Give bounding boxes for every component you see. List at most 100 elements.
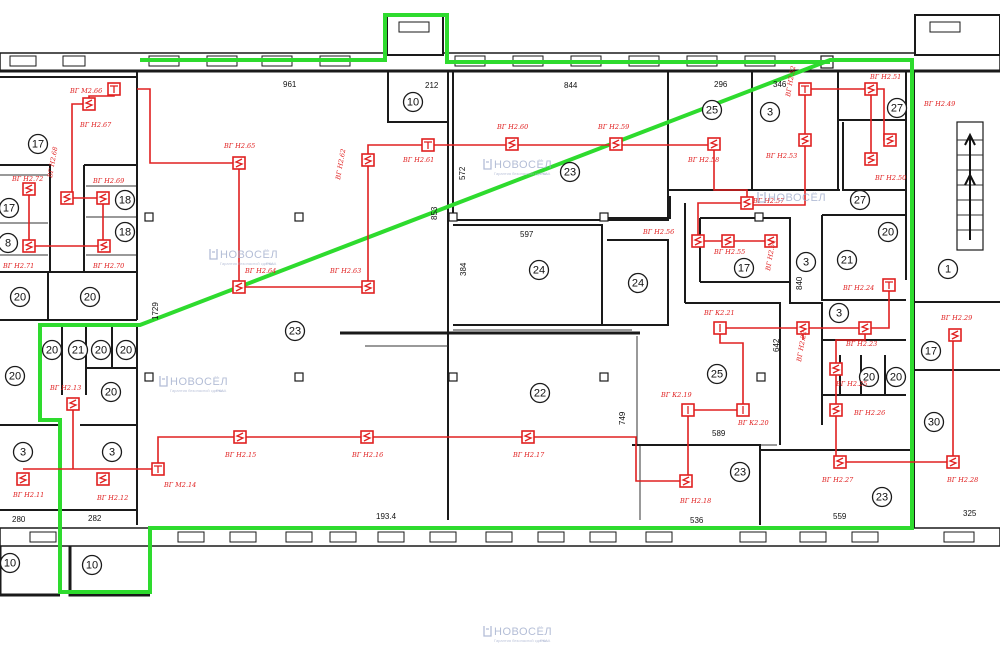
device-s: ВГ Н2.59	[597, 123, 629, 151]
device-t: ВГ М2.14	[151, 462, 196, 489]
room-marker: 3	[12, 441, 34, 463]
room-number: 22	[534, 388, 546, 400]
room-number: 20	[105, 387, 117, 399]
device-s: ВГ Н2.72	[11, 175, 43, 196]
room-marker: 3	[101, 441, 123, 463]
device-s: ВГ Н2.13	[49, 384, 81, 411]
room-marker: 24	[627, 272, 649, 294]
room-marker: 25	[701, 99, 723, 121]
room-circle	[90, 339, 112, 361]
device-s: ВГ Н2.60	[496, 123, 528, 151]
room-number: 24	[632, 278, 644, 290]
room-marker: 10	[0, 552, 21, 574]
novosel-watermark: НОВОСЁЛ	[757, 192, 826, 204]
device-label: ВГ Н2.11	[12, 491, 44, 499]
sprinkler-icon	[885, 135, 895, 145]
dimension-label: 325	[963, 509, 977, 518]
room-marker: 23	[284, 320, 306, 342]
dimension-label: 572	[458, 166, 467, 180]
room-number: 20	[14, 292, 26, 304]
room-circle	[4, 365, 26, 387]
room-circle	[877, 221, 899, 243]
device-label: ВГ М2.14	[163, 481, 196, 489]
device-s: ВГ Н2.11	[12, 472, 44, 499]
room-circle	[729, 461, 751, 483]
dimension-label: 853	[430, 206, 439, 220]
dimension-label: 193.4	[376, 512, 397, 521]
room-circle	[402, 91, 424, 113]
room-circle	[9, 286, 31, 308]
room-marker: 20	[858, 366, 880, 388]
sprinkler-icon	[611, 139, 621, 149]
device-label: ВГ Н2.27	[821, 476, 854, 484]
room-circle	[0, 197, 20, 219]
sprinkler-icon	[766, 236, 776, 246]
room-marker: 10	[81, 554, 103, 576]
room-circle	[114, 189, 136, 211]
room-circle	[67, 339, 89, 361]
room-circle	[858, 366, 880, 388]
house-logo-icon	[757, 192, 766, 203]
room-number: 21	[72, 345, 84, 357]
dimension-label: 282	[88, 514, 102, 523]
tee-icon	[424, 141, 432, 149]
sprinkler-icon	[835, 457, 845, 467]
dimension-label: 589	[712, 429, 726, 438]
room-circle	[627, 272, 649, 294]
room-number: 27	[891, 103, 903, 115]
room-circle	[528, 259, 550, 281]
room-number: 23	[734, 467, 746, 479]
sprinkler-icon	[362, 432, 372, 442]
room-circle	[81, 554, 103, 576]
tee-icon	[154, 465, 162, 473]
device-label: ВГ Н2.50	[874, 174, 906, 182]
device-i: ВГ К2.19	[660, 391, 695, 417]
device-s: ВГ Н2.29	[940, 314, 972, 342]
watermark-text: НОВОСЁЛ	[494, 159, 552, 171]
device-label: ВГ К2.20	[737, 419, 769, 427]
watermark-badge: РКАА	[266, 261, 277, 266]
house-logo-icon	[483, 626, 492, 637]
room-marker: 30	[923, 411, 945, 433]
room-number: 20	[882, 227, 894, 239]
room-circle	[27, 133, 49, 155]
dimension-label: 212	[425, 81, 439, 90]
house-logo-icon	[209, 249, 218, 260]
device-t: ВГ М2.66	[69, 82, 121, 96]
device-s: ВГ Н2.56	[642, 228, 705, 248]
device-s: ВГ Н2.51	[864, 73, 901, 96]
room-marker: 17	[0, 197, 20, 219]
sale-boundary-outline	[38, 13, 914, 594]
watermark-badge: РКАА	[216, 388, 227, 393]
sprinkler-icon	[831, 405, 841, 415]
room-marker: 17	[920, 340, 942, 362]
room-marker: 20	[4, 365, 26, 387]
device-label: ВГ Н2.70	[92, 262, 124, 270]
sprinkler-icon	[18, 474, 28, 484]
device-label: ВГ Н2.67	[79, 121, 112, 129]
sprinkler-icon	[98, 474, 108, 484]
device-label: ВГ Н2.72	[11, 175, 43, 183]
room-marker: 22	[529, 382, 551, 404]
room-marker: 20	[885, 366, 907, 388]
room-marker: 21	[67, 339, 89, 361]
room-number: 23	[876, 492, 888, 504]
room-number: 20	[863, 372, 875, 384]
sprinkler-icon	[798, 323, 808, 333]
room-circle	[923, 411, 945, 433]
device-label: ВГ Н2.25	[835, 380, 867, 388]
room-number: 17	[925, 346, 937, 358]
dimension-label: 642	[772, 338, 781, 352]
room-circle	[0, 552, 21, 574]
room-circle	[529, 382, 551, 404]
sprinkler-icon	[507, 139, 517, 149]
room-circle	[795, 251, 817, 273]
device-label: ВГ Н2.26	[853, 409, 885, 417]
room-number: 20	[120, 345, 132, 357]
sprinkler-icon	[866, 84, 876, 94]
device-label: ВГ Н2.63	[329, 267, 361, 275]
room-circle	[12, 441, 34, 463]
